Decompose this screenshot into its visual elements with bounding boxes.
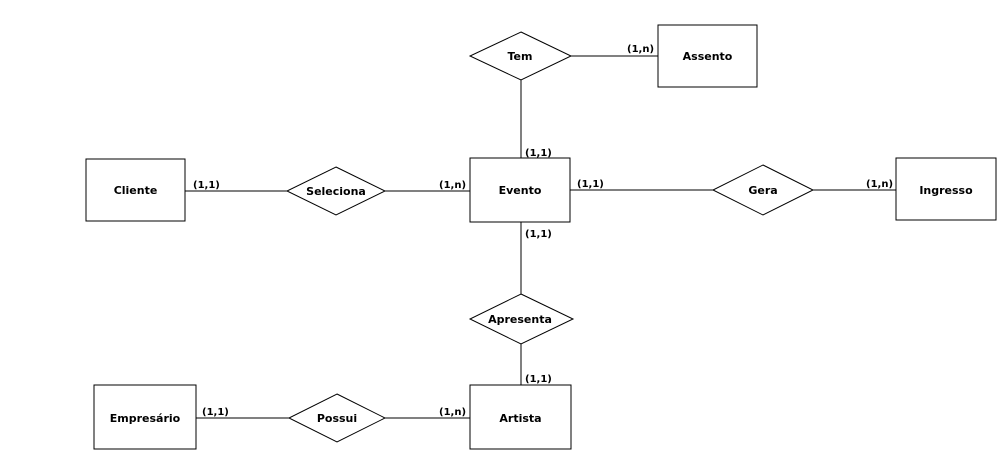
entity-assento[interactable]: Assento bbox=[657, 24, 758, 88]
cardinality-seleciona-cliente: (1,1) bbox=[193, 180, 220, 191]
relationship-gera[interactable]: Gera bbox=[711, 164, 815, 216]
connectors bbox=[185, 55, 896, 419]
cardinality-tem-assento: (1,n) bbox=[627, 44, 654, 55]
cardinalities: (1,n) (1,1) (1,1) (1,n) (1,1) (1,n) (1,1… bbox=[193, 44, 893, 418]
cardinality-apresenta-evento: (1,1) bbox=[525, 229, 552, 240]
entity-evento[interactable]: Evento bbox=[469, 157, 571, 223]
cardinality-gera-ingresso: (1,n) bbox=[866, 179, 893, 190]
entity-assento-label: Assento bbox=[683, 50, 733, 63]
cardinality-possui-empresario: (1,1) bbox=[202, 407, 229, 418]
entity-cliente-label: Cliente bbox=[114, 184, 158, 197]
relationship-apresenta[interactable]: Apresenta bbox=[468, 293, 575, 345]
cardinality-seleciona-evento: (1,n) bbox=[439, 180, 466, 191]
entity-evento-label: Evento bbox=[499, 184, 542, 197]
entity-empresario[interactable]: Empresário bbox=[93, 384, 197, 450]
relationship-possui-label: Possui bbox=[317, 412, 357, 425]
entity-ingresso[interactable]: Ingresso bbox=[895, 157, 997, 221]
relationship-gera-label: Gera bbox=[748, 184, 777, 197]
relationship-apresenta-label: Apresenta bbox=[488, 313, 552, 326]
cardinality-apresenta-artista: (1,1) bbox=[525, 374, 552, 385]
entity-artista-label: Artista bbox=[499, 412, 541, 425]
entity-ingresso-label: Ingresso bbox=[919, 184, 973, 197]
relationship-tem[interactable]: Tem bbox=[468, 31, 573, 81]
relationship-tem-label: Tem bbox=[508, 50, 533, 63]
entity-empresario-label: Empresário bbox=[110, 412, 181, 425]
cardinality-possui-artista: (1,n) bbox=[439, 407, 466, 418]
relationship-possui[interactable]: Possui bbox=[287, 393, 387, 443]
relationship-seleciona[interactable]: Seleciona bbox=[285, 166, 387, 216]
cardinality-gera-evento: (1,1) bbox=[577, 179, 604, 190]
entity-cliente[interactable]: Cliente bbox=[85, 158, 186, 222]
relationship-seleciona-label: Seleciona bbox=[306, 185, 366, 198]
cardinality-tem-evento: (1,1) bbox=[525, 148, 552, 159]
entity-artista[interactable]: Artista bbox=[469, 384, 572, 450]
